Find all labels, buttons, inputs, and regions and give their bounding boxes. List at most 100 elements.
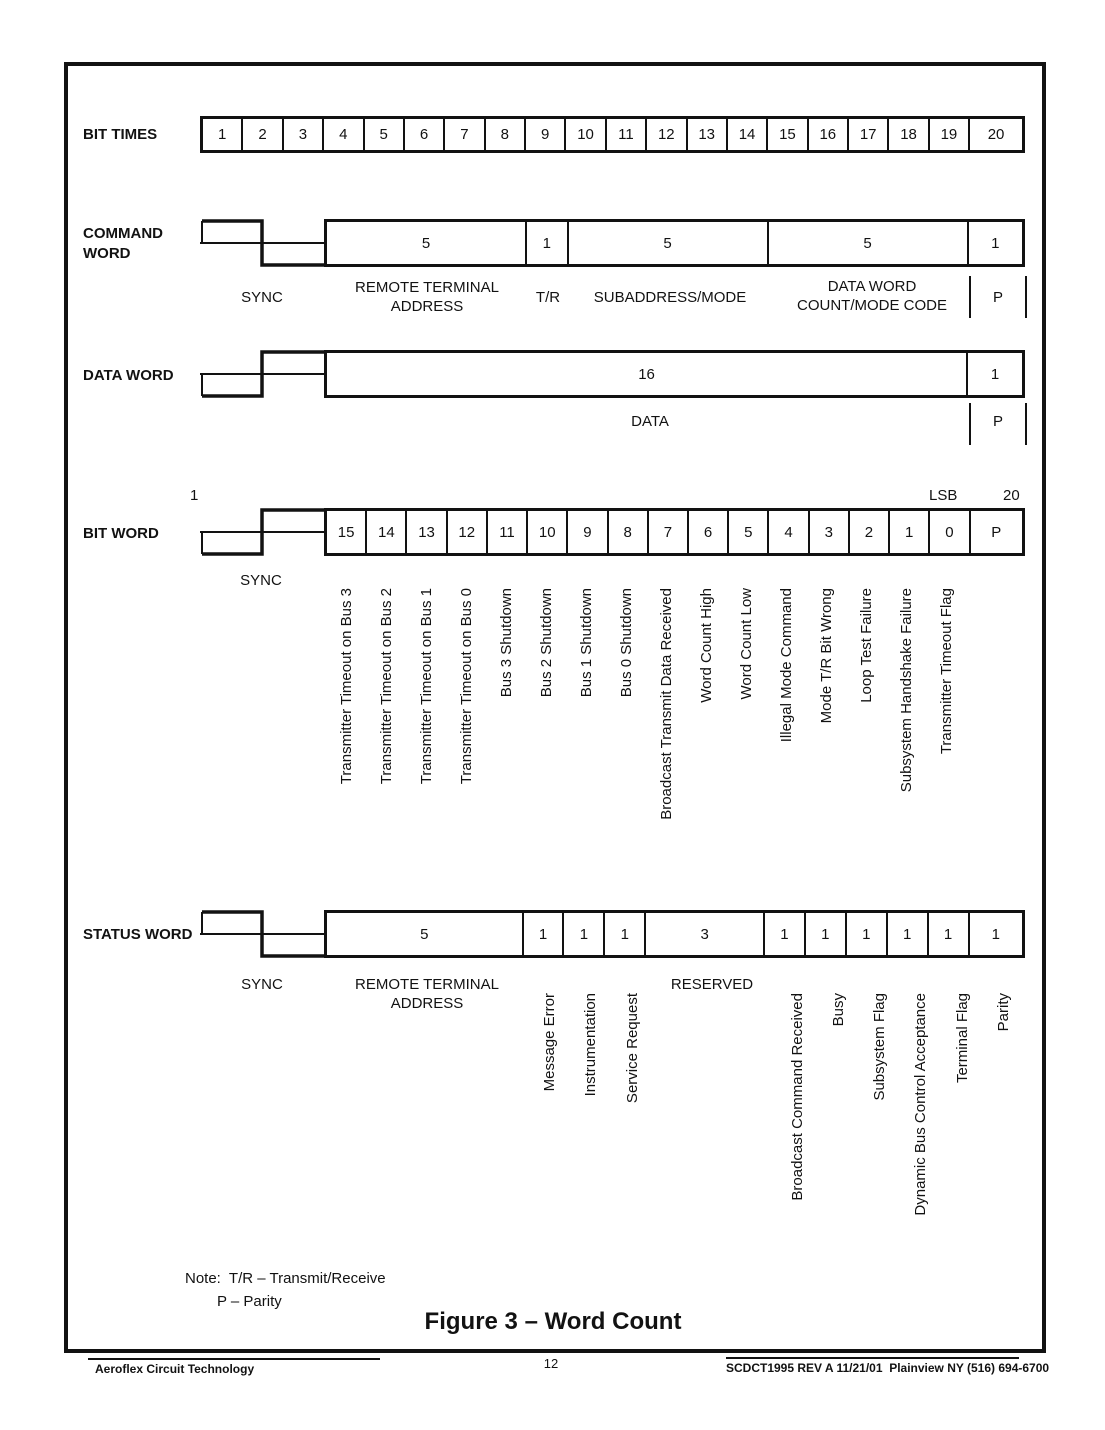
bit-time-cell: 12	[645, 119, 685, 150]
status-field-cell: 5	[420, 925, 429, 943]
bit-word-cell: 8	[606, 511, 647, 553]
bit-word-cell: 10	[526, 511, 566, 553]
footer-rule-left	[88, 1358, 380, 1360]
bit-word-bit-label: Word Count High	[698, 588, 716, 703]
bit-word-bit-label: Bus 3 Shutdown	[497, 588, 515, 698]
parity-tick-left	[969, 276, 971, 318]
data-word-label: DATA WORD	[83, 367, 174, 384]
bit-word-cell: 2	[847, 511, 888, 553]
bit-times-label: BIT TIMES	[83, 126, 158, 143]
parity-tick-right	[1025, 403, 1027, 445]
bit-word-bit-label: Bus 0 Shutdown	[617, 588, 635, 698]
bit-word-bit-label: Transmitter Timeout Flag	[938, 588, 956, 755]
bit-time-cell: 3	[281, 119, 322, 150]
bit-time-cell: 13	[685, 119, 726, 150]
status-field-cell: 1	[562, 913, 603, 955]
bit-word-cell: 7	[646, 511, 687, 553]
data-sync-waveform	[200, 350, 324, 398]
footer-page-number: 12	[543, 1356, 559, 1371]
command-field-cell: 5	[566, 222, 767, 264]
status-reserved-label: RESERVED	[670, 976, 754, 993]
status-field-cell: 1	[926, 913, 968, 955]
note-line-1: Note: T/R – Transmit/Receive	[185, 1270, 386, 1287]
bit-time-cell: 10	[564, 119, 604, 150]
status-bit-label: Terminal Flag	[953, 993, 971, 1084]
command-rta-label: REMOTE TERMINAL ADDRESS	[355, 279, 499, 315]
page-border	[64, 62, 1046, 1353]
status-field-cell: 1	[967, 913, 1023, 955]
bit-time-cell: 18	[887, 119, 927, 150]
bit-word-cell: 13	[405, 511, 445, 553]
command-word-label: COMMAND WORD	[83, 225, 163, 262]
bit-time-cell: 7	[443, 119, 483, 150]
footer-doc-ref: SCDCT1995 REV A 11/21/01 Plainview NY (5…	[726, 1361, 1050, 1375]
command-tr-label: T/R	[535, 289, 561, 306]
status-field-cell: 1	[803, 913, 845, 955]
status-sync-waveform	[200, 910, 324, 958]
bit1-annotation: 1	[190, 487, 199, 504]
bit-time-cell: 4	[322, 119, 362, 150]
bit-word-bit-label: Bus 2 Shutdown	[537, 588, 555, 698]
status-field-cell: 1	[885, 913, 927, 955]
bit-word-cell: 15	[337, 523, 355, 541]
bit-word-bit-label: Illegal Mode Command	[778, 588, 796, 743]
command-field-cell: 1	[524, 222, 567, 264]
bit-time-cell: 9	[524, 119, 564, 150]
command-field-cell: 1	[966, 222, 1022, 264]
status-bit-label: Dynamic Bus Control Acceptance	[912, 993, 930, 1216]
bit-word-bit-label: Transmitter Timeout on Bus 0	[457, 588, 475, 785]
bit-time-cell: 14	[725, 119, 766, 150]
bit-time-cell: 16	[806, 119, 847, 150]
bit-time-cell: 1	[218, 126, 227, 143]
bit-word-cell: 14	[365, 511, 405, 553]
command-sync-label: SYNC	[241, 289, 283, 306]
bit-time-cell: 2	[241, 119, 281, 150]
footer-rule-right	[726, 1357, 1019, 1359]
status-field-cell: 1	[844, 913, 886, 955]
status-bit-label: Instrumentation	[582, 993, 600, 1097]
bit-word-sync-waveform	[200, 508, 324, 556]
bit-word-bit-label: Word Count Low	[738, 588, 756, 700]
bit-word-cell: P	[968, 511, 1023, 553]
data-field-cell: 1	[966, 353, 1022, 395]
command-sync-waveform	[200, 219, 324, 267]
bit-time-cell: 17	[847, 119, 887, 150]
status-bit-label: Service Request	[623, 993, 641, 1104]
bit-time-cell: 5	[362, 119, 403, 150]
bit-word-cell: 5	[727, 511, 767, 553]
bit-word-bit-label: Transmitter Timeout on Bus 3	[337, 588, 355, 785]
bit-time-cell: 19	[927, 119, 968, 150]
status-rta-label: REMOTE TERMINAL ADDRESS	[355, 976, 499, 1012]
bit-word-cell: 4	[767, 511, 807, 553]
status-field-cell: 1	[762, 913, 804, 955]
status-bit-label: Broadcast Command Received	[788, 993, 806, 1201]
command-dwc-label: DATA WORD COUNT/MODE CODE	[797, 278, 947, 314]
figure-title: Figure 3 – Word Count	[424, 1308, 682, 1335]
status-bit-label: Subsystem Flag	[871, 993, 889, 1101]
bit-word-cell: 6	[686, 511, 727, 553]
parity-tick-right	[1025, 276, 1027, 318]
bit-word-sync-label: SYNC	[240, 572, 282, 589]
bit-time-cell: 8	[483, 119, 524, 150]
lsb-annotation: LSB	[929, 487, 958, 504]
bit-time-cell: 20	[968, 119, 1022, 150]
bit-time-cell: 11	[604, 119, 645, 150]
bit-word-bit-label: Broadcast Transmit Data Received	[658, 588, 675, 820]
status-bit-label: Parity	[994, 993, 1012, 1032]
note-line-2: P – Parity	[217, 1293, 282, 1310]
bit-word-cell: 9	[566, 511, 606, 553]
footer-company: Aeroflex Circuit Technology	[95, 1362, 255, 1376]
bit-time-cell: 15	[766, 119, 806, 150]
command-subaddress-label: SUBADDRESS/MODE	[593, 289, 747, 306]
status-bit-label: Message Error	[541, 993, 559, 1092]
status-field-cell: 1	[603, 913, 644, 955]
bit-word-cell: 11	[485, 511, 526, 553]
bit-word-cell: 0	[928, 511, 968, 553]
data-field-label: DATA	[631, 413, 669, 430]
